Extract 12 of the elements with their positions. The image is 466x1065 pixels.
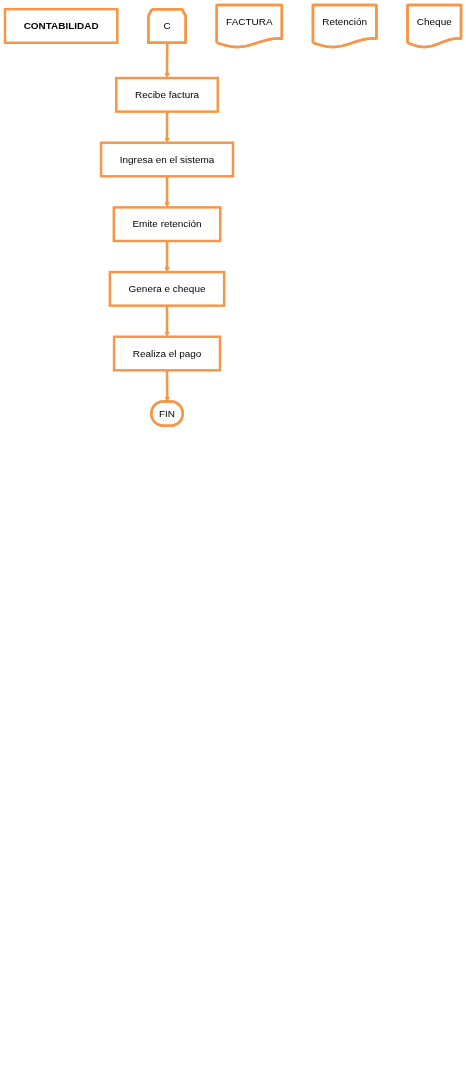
node-box: Emite retención <box>112 206 222 243</box>
arrow <box>164 305 170 337</box>
node-box: Recibe factura <box>115 76 219 113</box>
arrow <box>164 43 170 79</box>
node-box: Genera e cheque <box>108 270 226 307</box>
arrow <box>164 111 170 143</box>
arrow <box>164 370 170 402</box>
node-box: CONTABILIDAD <box>3 7 119 44</box>
arrow <box>164 176 170 208</box>
node-box: Realiza el pago <box>112 335 222 372</box>
arrow <box>164 240 170 273</box>
node-box: Ingresa en el sistema <box>99 141 235 178</box>
